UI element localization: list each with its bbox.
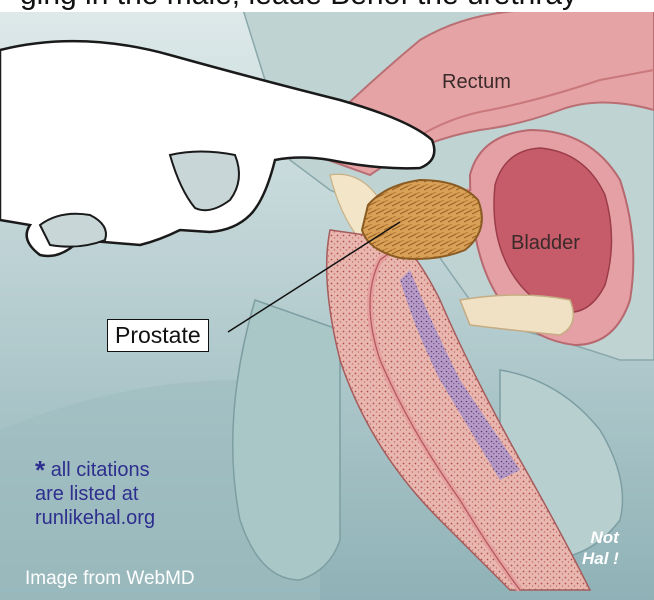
not-hal-line-1: Not [582,527,619,548]
citation-line-2: are listed at [35,482,155,506]
asterisk-icon: * [35,455,45,485]
hand-finger-lower [40,214,106,247]
bladder-label: Bladder [511,232,580,255]
citation-note: * all citations are listed at runlikehal… [35,455,155,530]
image-credit: Image from WebMD [25,568,195,590]
not-hal-badge: Not Hal ! [582,527,619,569]
header-fragment: ging in the male, ieade Benof the urethr… [20,0,654,12]
not-hal-line-2: Hal ! [582,548,619,569]
citation-link[interactable]: runlikehal.org [35,506,155,530]
prostate-label: Prostate [107,319,209,352]
rectum-label: Rectum [442,71,511,94]
citation-line-1: all citations [51,459,150,481]
scrotum-shape [233,300,340,580]
